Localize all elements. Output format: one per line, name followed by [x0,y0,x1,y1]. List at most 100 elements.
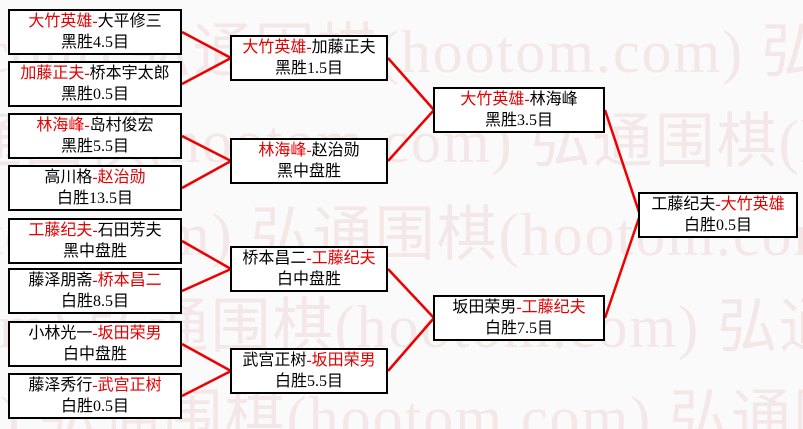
match-players: 小林光一-坂田荣男 [10,323,180,344]
match-players: 藤泽朋斋-桥本昌二 [10,270,180,291]
connector-line [181,239,232,271]
connector-line [181,342,232,373]
player-name: 桥本宇太郎 [89,65,170,82]
match-result: 黑胜0.5目 [60,86,129,103]
player-name-winner: 大竹英雄 [460,91,525,108]
separator: - [306,250,312,267]
connector-line [387,268,435,319]
match-players: 大竹英雄-加藤正夫 [232,37,386,58]
connector-line [387,57,435,111]
player-name: 大平修三 [97,13,162,30]
player-name: 坂田荣男 [452,299,517,316]
match-players: 大竹英雄-林海峰 [435,89,603,110]
player-name-winner: 工藤纪夫 [311,250,376,267]
player-name: 武宫正树 [242,352,307,369]
match-players: 工藤纪夫-石田芳夫 [10,220,180,241]
separator: - [84,65,90,82]
separator: - [524,91,530,108]
match-r1-m3: 林海峰-岛村俊宏 黑胜5.5目 [8,113,182,159]
player-name: 桥本昌二 [242,250,307,267]
separator: - [306,39,312,56]
match-result: 黑胜4.5目 [60,34,129,51]
match-sf-m1: 大竹英雄-林海峰 黑胜3.5目 [433,87,605,133]
connector-line [181,159,232,190]
match-players: 藤泽秀行-武宫正树 [10,375,180,396]
match-r1-m8: 藤泽秀行-武宫正树 白胜0.5目 [8,373,182,419]
separator: - [516,299,522,316]
connector-line [603,109,642,216]
player-name-winner: 大竹英雄 [720,196,785,213]
match-final: 工藤纪夫-大竹英雄 白胜0.5目 [638,192,798,238]
match-result: 黑中盘胜 [62,243,127,260]
player-name: 藤泽秀行 [28,377,93,394]
match-r1-m7: 小林光一-坂田荣男 白中盘胜 [8,321,182,367]
player-name-winner: 赵治勋 [97,169,146,186]
player-name-winner: 林海峰 [36,117,85,134]
match-result: 白中盘胜 [276,271,341,288]
match-r1-m5: 工藤纪夫-石田芳夫 黑中盘胜 [8,218,182,264]
connector-line [181,30,232,60]
player-name: 工藤纪夫 [651,196,716,213]
separator: - [92,377,98,394]
match-result: 黑中盘胜 [276,163,341,180]
match-result: 白胜0.5目 [683,217,752,234]
separator: - [92,13,98,30]
player-name: 小林光一 [28,325,93,342]
match-players: 高川格-赵治勋 [10,167,180,188]
player-name: 加藤正夫 [311,39,376,56]
match-result: 黑胜3.5目 [484,112,553,129]
player-name-winner: 坂田荣男 [311,352,376,369]
player-name: 石田芳夫 [97,222,162,239]
separator: - [715,196,721,213]
player-name: 藤泽朋斋 [28,272,93,289]
match-players: 工藤纪夫-大竹英雄 [640,194,796,215]
match-r1-m2: 加藤正夫-桥本宇太郎 黑胜0.5目 [8,61,182,107]
connector-line [181,56,232,86]
connector-line [181,369,232,398]
player-name: 赵治勋 [311,142,360,159]
player-name-winner: 武宫正树 [97,377,162,394]
player-name-winner: 工藤纪夫 [521,299,586,316]
match-players: 林海峰-岛村俊宏 [10,115,180,136]
separator: - [92,272,98,289]
match-players: 林海峰-赵治勋 [232,140,386,161]
match-result: 白胜13.5目 [56,190,133,207]
player-name: 岛村俊宏 [89,117,154,134]
connector-line [387,109,435,162]
match-players: 坂田荣男-工藤纪夫 [435,297,603,318]
player-name-winner: 大竹英雄 [242,39,307,56]
separator: - [92,222,98,239]
connector-line [181,267,232,293]
match-result: 黑胜1.5目 [274,60,343,77]
match-r2-m2: 林海峰-赵治勋 黑中盘胜 [230,138,388,184]
connector-line [181,134,232,163]
player-name-winner: 工藤纪夫 [28,222,93,239]
match-players: 大竹英雄-大平修三 [10,11,180,32]
connector-line [387,317,435,372]
match-r1-m6: 藤泽朋斋-桥本昌二 白胜8.5目 [8,268,182,314]
match-players: 武宫正树-坂田荣男 [232,350,386,371]
match-players: 加藤正夫-桥本宇太郎 [10,63,180,84]
separator: - [306,352,312,369]
separator: - [92,169,98,186]
connector-line [603,214,642,319]
player-name-winner: 桥本昌二 [97,272,162,289]
separator: - [92,325,98,342]
player-name-winner: 大竹英雄 [28,13,93,30]
player-name: 高川格 [44,169,93,186]
match-result: 黑胜5.5目 [60,138,129,155]
player-name-winner: 坂田荣男 [97,325,162,342]
match-r1-m1: 大竹英雄-大平修三 黑胜4.5目 [8,9,182,55]
match-result: 白中盘胜 [62,346,127,363]
match-result: 白胜7.5目 [484,320,553,337]
match-result: 白胜8.5目 [60,293,129,310]
player-name-winner: 加藤正夫 [20,65,85,82]
player-name-winner: 林海峰 [258,142,307,159]
player-name: 林海峰 [529,91,578,108]
match-r2-m3: 桥本昌二-工藤纪夫 白中盘胜 [230,246,388,292]
match-players: 桥本昌二-工藤纪夫 [232,248,386,269]
match-sf-m2: 坂田荣男-工藤纪夫 白胜7.5目 [433,295,605,341]
match-r2-m1: 大竹英雄-加藤正夫 黑胜1.5目 [230,35,388,81]
